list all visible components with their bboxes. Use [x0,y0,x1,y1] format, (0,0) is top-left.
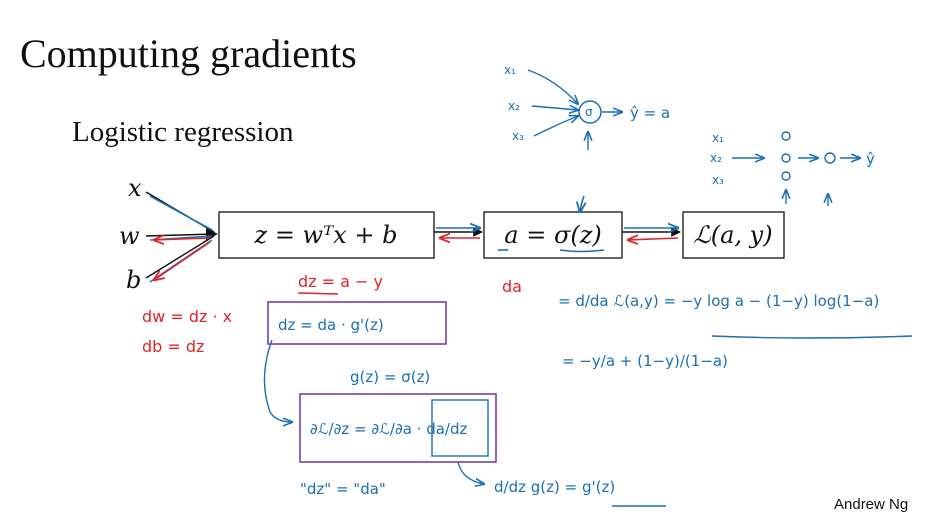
g-definition: g(z) = σ(z) [350,368,430,386]
edge-w [145,233,215,237]
mini-right-x3: x₃ [712,173,724,187]
dz-formula: dz = da · g'(z) [278,316,384,334]
db-note: db = dz [142,337,204,356]
mini-top-output: ŷ = a [630,104,670,122]
mini-top-node-circle [578,100,602,124]
back-edge-b [154,241,211,280]
mini-top-x2: x₂ [508,99,520,113]
da-note: da [502,277,522,296]
dz-top-note: dz = a − y [298,272,383,291]
mini-top-x1: x₁ [504,63,516,77]
dz-top-underline [297,292,339,295]
node-linear-label: z = wᵀx + b [254,221,398,249]
mini-right-output: ŷ [866,150,875,168]
node-loss-label: ℒ(a, y) [693,221,772,249]
mini-right-x2: x₂ [710,151,722,165]
da-dz-inner-box [431,399,489,457]
g-prime-note: d/dz g(z) = g'(z) [494,478,615,496]
page-title: Computing gradients [20,31,357,76]
input-w-label: w [119,222,140,250]
input-merge-arrow [206,228,218,240]
edge-b [145,235,215,279]
input-b-label: b [126,266,141,294]
mini-network-right: x₁ x₂ x₃ ŷ [710,131,875,206]
mini-top-node-label: σ [585,105,593,119]
author-credit: Andrew Ng [834,496,909,513]
mini-network-top: x₁ x₂ x₃ σ ŷ = a [504,63,670,150]
node-linear-box [218,211,435,259]
da-derivation-underline [711,335,913,339]
input-x-label: x [128,174,142,202]
activation-underline [559,249,605,253]
da-derivation: = d/da ℒ(a,y) = −y log a − (1−y) log(1−a… [558,292,879,310]
back-edge-w [154,238,211,240]
back-edge-activation [628,238,679,240]
edge-x-blue [149,195,213,231]
mini-right-x1: x₁ [712,131,724,145]
chain-rule: ∂ℒ/∂z = ∂ℒ/∂a · da/dz [310,420,468,438]
dz-to-chain-arrow [263,339,292,422]
dadz-to-gprime-arrow [457,461,484,484]
chain-quotes-note: "dz" = "da" [300,480,386,498]
dw-note: dw = dz · x [142,307,232,326]
slide-subtitle: Logistic regression [72,116,294,148]
da-simplified: = −y/a + (1−y)/(1−a) [562,352,728,370]
dz-formula-box [267,301,447,345]
node-activation-label: a = σ(z) [504,221,601,249]
chain-rule-box [299,393,497,463]
node-activation-box [483,211,623,259]
node-loss-box [682,211,785,259]
sigma-pointer-arrow [580,195,584,212]
mini-top-x3: x₃ [512,129,524,143]
